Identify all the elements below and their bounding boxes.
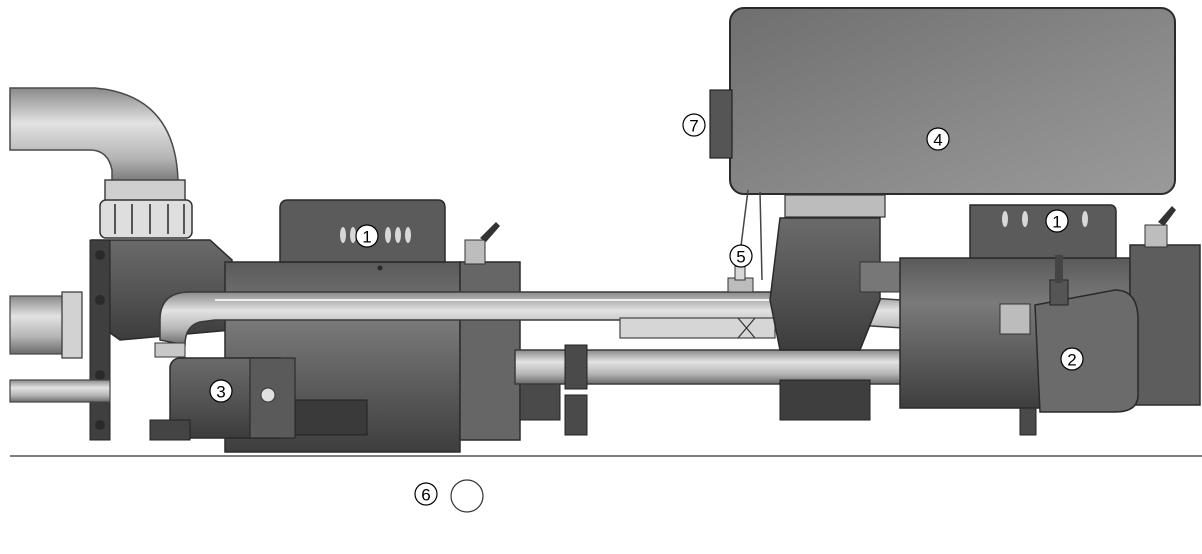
heater-tube: [999, 255, 1139, 413]
svg-text:2: 2: [1067, 351, 1076, 370]
svg-text:3: 3: [216, 383, 225, 402]
callout-2: 2: [1060, 347, 1084, 371]
svg-text:6: 6: [421, 486, 430, 505]
control-box: [709, 7, 1176, 281]
callout-6: 6: [414, 479, 484, 513]
svg-text:1: 1: [1052, 213, 1061, 232]
svg-text:4: 4: [933, 131, 942, 150]
suction-elbow-pipe: [9, 87, 193, 239]
left-horizontal-pipes: [9, 291, 111, 403]
callout-4: 4: [926, 127, 950, 151]
right-pump-housing: [769, 194, 906, 421]
callout-1-left: 1: [355, 224, 379, 248]
callout-5: 5: [729, 244, 753, 268]
svg-text:1: 1: [362, 228, 371, 247]
callout-1-right: 1: [1045, 209, 1069, 233]
svg-text:7: 7: [689, 117, 698, 136]
ground-lug-symbol: [450, 479, 484, 513]
circulation-pump: [149, 342, 368, 441]
pressure-switch: [727, 265, 754, 293]
callout-3: 3: [209, 379, 233, 403]
callout-7: 7: [682, 113, 706, 137]
svg-text:5: 5: [736, 248, 745, 267]
